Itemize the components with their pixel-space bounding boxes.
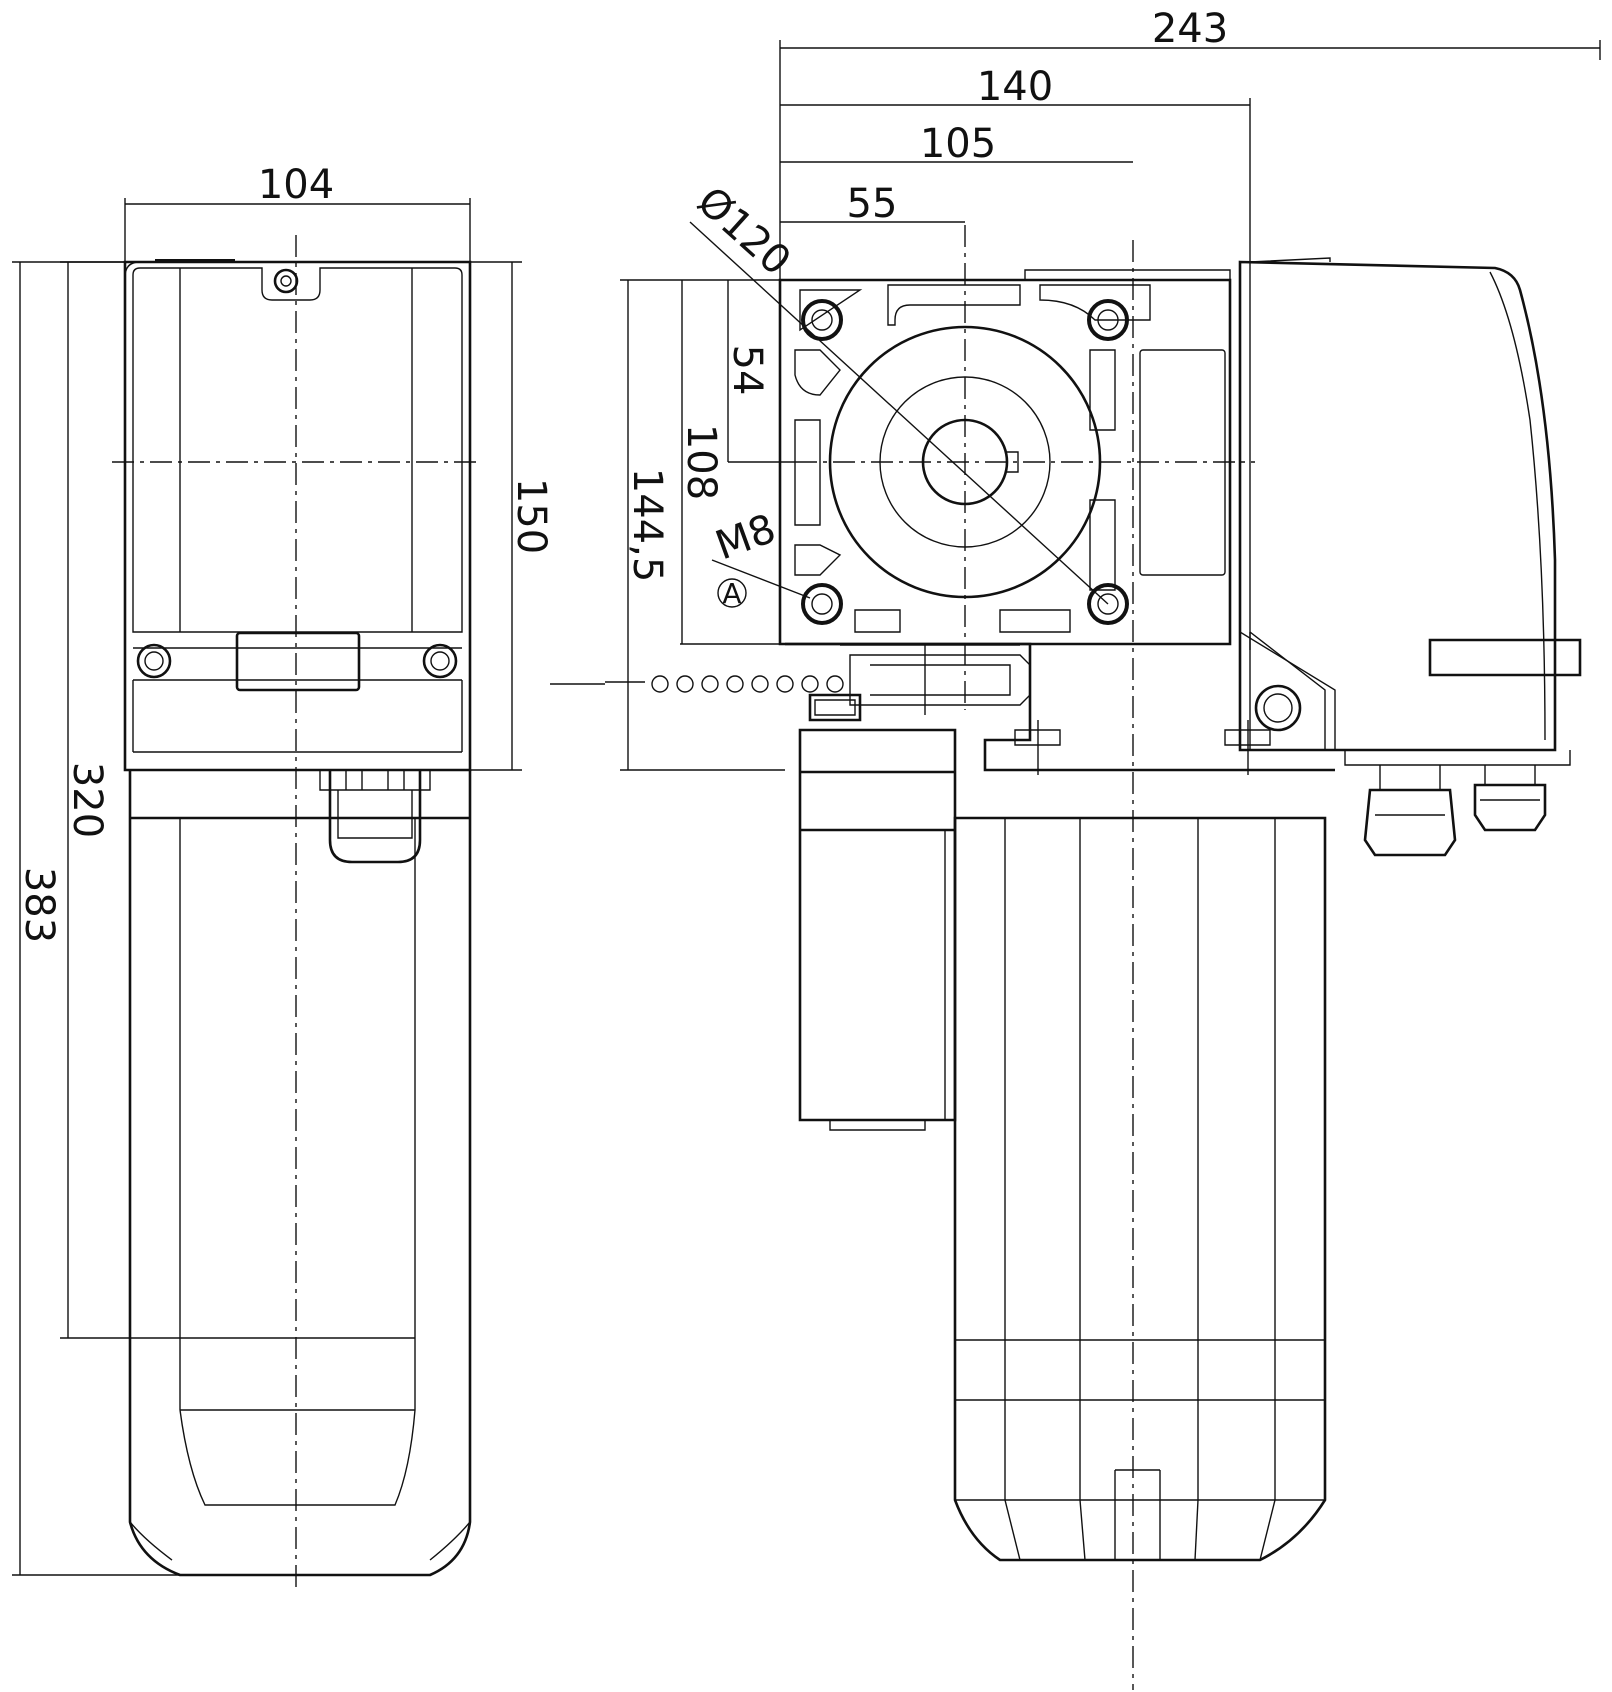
left-view (112, 235, 482, 1592)
dim-383-label: 383 (16, 867, 62, 943)
dim-bolt-circle-label: Ø120 (688, 178, 799, 284)
right-view (550, 221, 1582, 1690)
dim-144-5-label: 144,5 (624, 468, 670, 583)
right-dimensions: 243 140 105 55 Ø120 54 108 144,5 M8 A (620, 6, 1601, 771)
dim-150-label: 150 (508, 478, 554, 554)
dim-55-label: 55 (847, 181, 898, 227)
dim-104-label: 104 (258, 162, 334, 208)
dim-108-label: 108 (678, 424, 724, 500)
dim-105-label: 105 (920, 121, 996, 167)
dim-243-label: 243 (1152, 6, 1228, 52)
detail-a-label: A (722, 577, 741, 610)
dim-54-label: 54 (724, 345, 770, 396)
dim-140-label: 140 (977, 64, 1053, 110)
detail-a-marker (717, 578, 747, 608)
thread-m8-label: M8 (710, 506, 782, 570)
left-dimensions: 104 150 320 383 (12, 162, 554, 1576)
dim-320-label: 320 (64, 762, 110, 838)
